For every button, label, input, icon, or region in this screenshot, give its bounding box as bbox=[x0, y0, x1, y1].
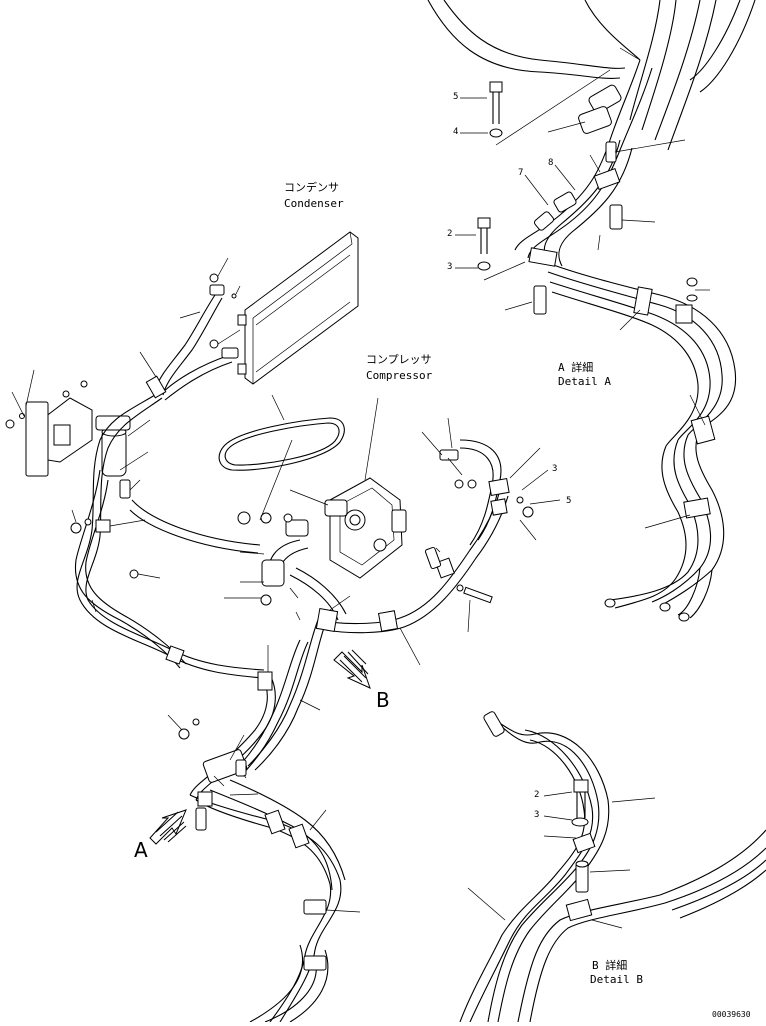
part-callout: 2 bbox=[534, 790, 540, 800]
drive-belt bbox=[218, 394, 345, 471]
view-b-letter: B bbox=[376, 688, 390, 712]
view-arrow-b bbox=[333, 649, 371, 689]
detail-b-label-jp: B 詳細 bbox=[592, 959, 628, 972]
part-callout: 3 bbox=[447, 262, 453, 272]
part-callout: 5 bbox=[453, 92, 459, 102]
compressor-label-jp: コンプレッサ bbox=[366, 353, 432, 366]
drawing-number: 00039630 bbox=[712, 1010, 751, 1019]
detail-a-hoses bbox=[427, 0, 756, 622]
detail-b-label-en: Detail B bbox=[590, 973, 643, 986]
compressor-unit bbox=[289, 397, 407, 579]
view-a-letter: A bbox=[134, 838, 148, 862]
part-callout: 8 bbox=[548, 158, 554, 168]
condenser-label-en: Condenser bbox=[284, 197, 344, 210]
part-callout: 5 bbox=[566, 496, 572, 506]
detail-b-hoses bbox=[459, 711, 766, 1023]
part-callout: 3 bbox=[552, 464, 558, 474]
detail-a-label-jp: A 詳細 bbox=[558, 361, 594, 374]
condenser-unit bbox=[139, 231, 359, 401]
part-callout: 4 bbox=[453, 127, 459, 137]
part-callout: 7 bbox=[518, 168, 524, 178]
part-callout: 2 bbox=[447, 229, 453, 239]
view-arrow-a bbox=[149, 809, 187, 845]
detail-a-label-en: Detail A bbox=[558, 375, 611, 388]
compressor-label-en: Compressor bbox=[366, 369, 433, 382]
main-hose-assembly bbox=[5, 369, 561, 1023]
condenser-label-jp: コンデンサ bbox=[284, 181, 339, 194]
part-callout: 3 bbox=[534, 810, 540, 820]
